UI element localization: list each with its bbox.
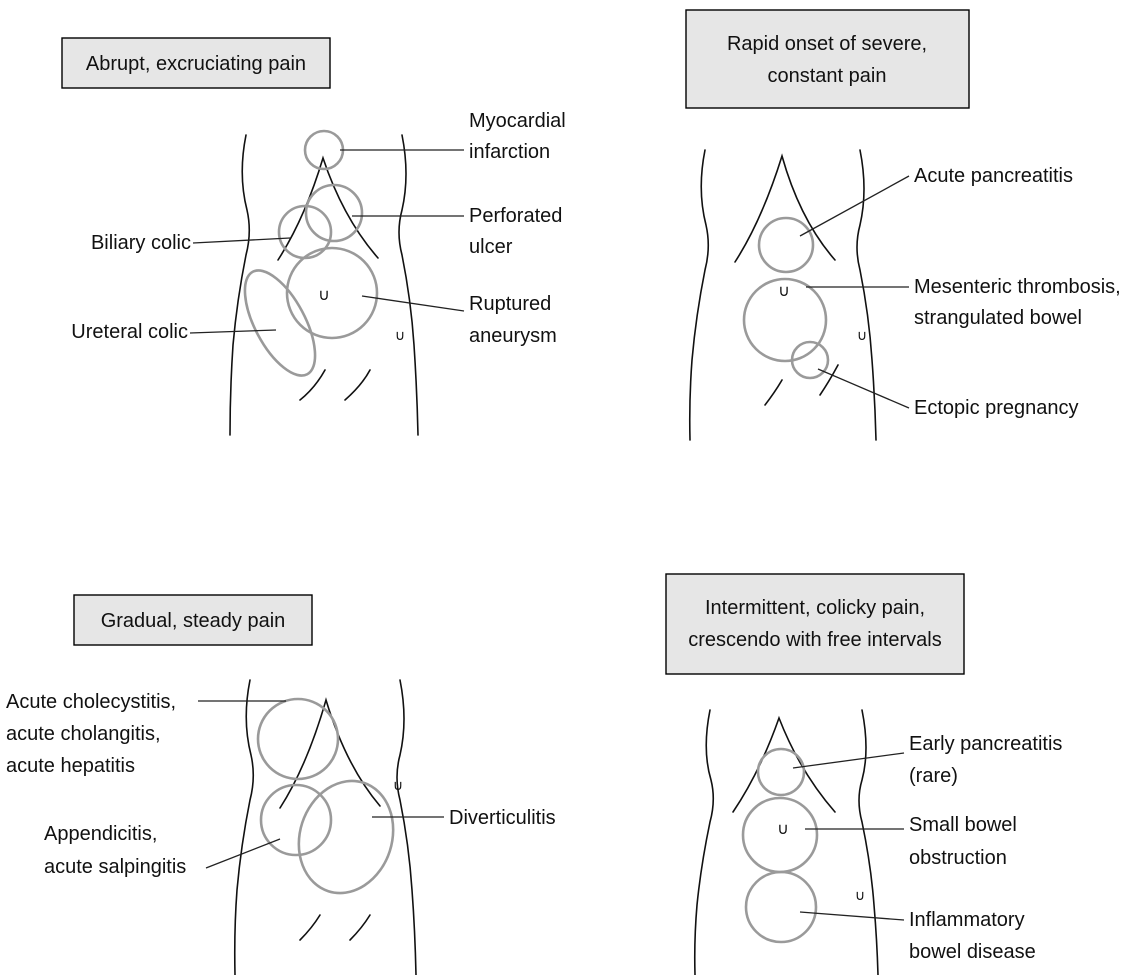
svg-text:∪: ∪ bbox=[393, 777, 403, 793]
label-cholecystitis-3: acute hepatitis bbox=[6, 755, 135, 777]
region-ureteral bbox=[231, 260, 330, 386]
svg-text:∪: ∪ bbox=[855, 887, 865, 903]
panel-intermittent: Intermittent, colicky pain, crescendo wi… bbox=[666, 574, 1062, 975]
label-cholecystitis-1: Acute cholecystitis, bbox=[6, 691, 176, 713]
abrupt-title-box: Abrupt, excruciating pain bbox=[62, 38, 330, 88]
label-ibd-2: bowel disease bbox=[909, 941, 1036, 963]
svg-text:∪: ∪ bbox=[857, 327, 867, 343]
panel-abrupt: Abrupt, excruciating pain ∪ ∪ Myocardial bbox=[62, 38, 566, 435]
label-biliary: Biliary colic bbox=[91, 232, 191, 254]
label-myocardial-1: Myocardial bbox=[469, 110, 566, 132]
label-small-bowel-1: Small bowel bbox=[909, 814, 1017, 836]
torso-outline: ∪ ∪ bbox=[230, 135, 418, 435]
label-acute-pancreatitis: Acute pancreatitis bbox=[914, 165, 1073, 187]
gradual-title: Gradual, steady pain bbox=[101, 610, 286, 632]
label-early-pancreatitis-1: Early pancreatitis bbox=[909, 733, 1062, 755]
rapid-title-2: constant pain bbox=[768, 65, 887, 87]
label-appendicitis-1: Appendicitis, bbox=[44, 823, 157, 845]
svg-text:∪: ∪ bbox=[777, 821, 789, 838]
gradual-title-box: Gradual, steady pain bbox=[74, 595, 312, 645]
label-ureteral: Ureteral colic bbox=[71, 321, 188, 343]
label-early-pancreatitis-2: (rare) bbox=[909, 765, 958, 787]
rapid-title-1: Rapid onset of severe, bbox=[727, 33, 927, 55]
rapid-title-box: Rapid onset of severe, constant pain bbox=[686, 10, 969, 108]
intermittent-title-1: Intermittent, colicky pain, bbox=[705, 597, 925, 619]
region-diverticulitis bbox=[285, 769, 408, 906]
label-aneurysm-2: aneurysm bbox=[469, 325, 557, 347]
label-small-bowel-2: obstruction bbox=[909, 847, 1007, 869]
region-pancreatitis bbox=[759, 218, 813, 272]
torso-outline: ∪ ∪ bbox=[690, 150, 876, 440]
abrupt-title: Abrupt, excruciating pain bbox=[86, 53, 306, 75]
svg-text:∪: ∪ bbox=[778, 283, 790, 300]
label-diverticulitis: Diverticulitis bbox=[449, 807, 556, 829]
region-perforated-ulcer bbox=[306, 185, 362, 241]
intermittent-title-box: Intermittent, colicky pain, crescendo wi… bbox=[666, 574, 964, 674]
leaders bbox=[190, 150, 464, 333]
pain-regions bbox=[231, 131, 377, 386]
region-early-pancreatitis bbox=[758, 749, 804, 795]
label-perforated-2: ulcer bbox=[469, 236, 513, 258]
panel-rapid: Rapid onset of severe, constant pain ∪ ∪… bbox=[686, 10, 1121, 440]
intermittent-title-2: crescendo with free intervals bbox=[688, 629, 941, 651]
region-ibd bbox=[746, 872, 816, 942]
panel-gradual: Gradual, steady pain ∪ Acute cholecystit… bbox=[6, 595, 556, 975]
region-aneurysm bbox=[287, 248, 377, 338]
label-myocardial-2: infarction bbox=[469, 141, 550, 163]
svg-text:∪: ∪ bbox=[395, 327, 405, 343]
label-ibd-1: Inflammatory bbox=[909, 909, 1025, 931]
label-ectopic: Ectopic pregnancy bbox=[914, 397, 1079, 419]
label-aneurysm-1: Ruptured bbox=[469, 293, 551, 315]
label-perforated-1: Perforated bbox=[469, 205, 562, 227]
pain-regions bbox=[258, 699, 407, 905]
label-mesenteric-2: strangulated bowel bbox=[914, 307, 1082, 329]
label-appendicitis-2: acute salpingitis bbox=[44, 856, 186, 878]
label-cholecystitis-2: acute cholangitis, bbox=[6, 723, 161, 745]
label-mesenteric-1: Mesenteric thrombosis, bbox=[914, 276, 1121, 298]
svg-text:∪: ∪ bbox=[318, 287, 330, 304]
region-cholecystitis bbox=[258, 699, 338, 779]
